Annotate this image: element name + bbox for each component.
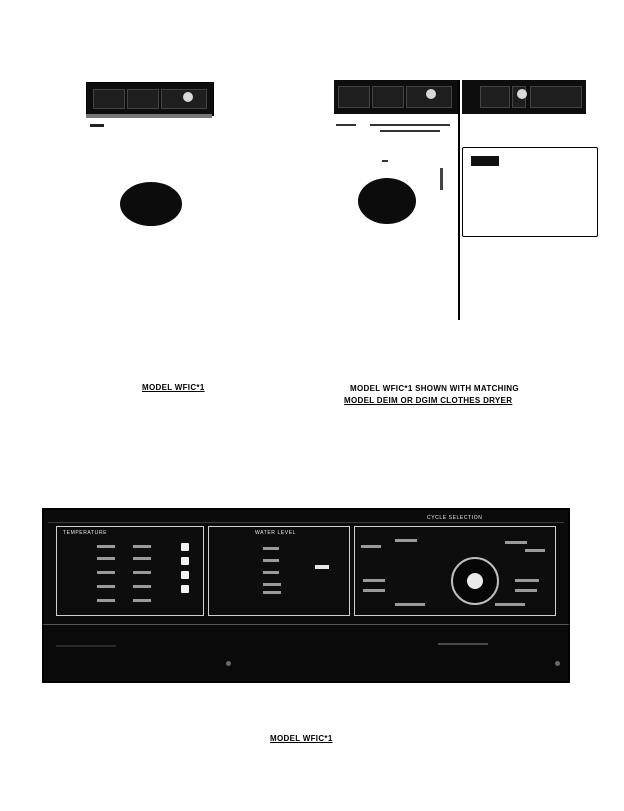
brand-logo bbox=[438, 643, 488, 645]
caption-right-line1: MODEL WFIC*1 SHOWN WITH MATCHING bbox=[350, 384, 519, 393]
panel-segment bbox=[338, 86, 370, 108]
temp-label bbox=[133, 571, 151, 574]
caption-right-line2: MODEL DEIM OR DGIM CLOTHES DRYER bbox=[344, 396, 513, 405]
screw-icon bbox=[226, 661, 231, 666]
temp-label bbox=[133, 545, 151, 548]
water-level-label bbox=[263, 547, 279, 550]
washer-dryer-divider bbox=[458, 80, 460, 320]
dial-knob-icon bbox=[517, 89, 527, 99]
temperature-section: TEMPERATURE bbox=[56, 526, 204, 616]
panel-edge-detail bbox=[370, 124, 450, 126]
water-level-section: WATER LEVEL bbox=[208, 526, 350, 616]
panel-segment bbox=[480, 86, 510, 108]
water-level-label bbox=[263, 571, 279, 574]
cycle-label bbox=[505, 541, 527, 544]
cycle-label bbox=[395, 539, 417, 542]
temp-label bbox=[97, 599, 115, 602]
panel-segment bbox=[127, 89, 159, 109]
cycle-selection-section: CYCLE SELECTION bbox=[354, 515, 556, 616]
screw-icon bbox=[555, 661, 560, 666]
dryer-door-illustration bbox=[462, 147, 598, 237]
temperature-button[interactable] bbox=[181, 557, 189, 565]
dial-knob-icon bbox=[183, 92, 193, 102]
cycle-selection-title: CYCLE SELECTION bbox=[427, 515, 483, 521]
washer-detail bbox=[382, 160, 388, 162]
panel-top-trim bbox=[48, 514, 564, 523]
brand-mark bbox=[90, 124, 104, 127]
washer-control-panel-small bbox=[86, 82, 214, 116]
cycle-label bbox=[515, 589, 537, 592]
base-detail bbox=[56, 645, 116, 647]
panel-segment bbox=[530, 86, 582, 108]
control-panel-large: TEMPERATURE WATER LEVEL CYCLE SELECTION bbox=[42, 508, 570, 628]
temperature-button[interactable] bbox=[181, 543, 189, 551]
cabinet-front-base bbox=[42, 624, 570, 683]
cycle-label bbox=[495, 603, 525, 606]
temperature-button[interactable] bbox=[181, 585, 189, 593]
panel-edge-detail bbox=[380, 130, 440, 132]
cycle-label bbox=[363, 579, 385, 582]
cycle-label bbox=[395, 603, 425, 606]
cycle-selector-dial[interactable] bbox=[451, 557, 499, 605]
dial-knob-icon bbox=[426, 89, 436, 99]
dryer-label-plate bbox=[471, 156, 499, 166]
washer-control-panel-pair bbox=[334, 80, 458, 114]
temp-label bbox=[97, 571, 115, 574]
cycle-label bbox=[515, 579, 539, 582]
washer-side-detail bbox=[440, 168, 443, 190]
temp-label bbox=[97, 545, 115, 548]
temperature-title: TEMPERATURE bbox=[63, 530, 108, 536]
washer-tub-illustration bbox=[120, 182, 182, 226]
temp-label bbox=[97, 557, 115, 560]
brand-mark bbox=[336, 124, 356, 126]
temp-label bbox=[133, 557, 151, 560]
caption-bottom-model: MODEL WFIC*1 bbox=[270, 734, 333, 743]
temp-label bbox=[97, 585, 115, 588]
washer-lid-edge bbox=[86, 114, 212, 118]
panel-segment bbox=[93, 89, 125, 109]
water-level-label bbox=[263, 559, 279, 562]
cycle-label bbox=[363, 589, 385, 592]
temp-label bbox=[133, 585, 151, 588]
dial-knob-icon bbox=[467, 573, 483, 589]
water-level-label bbox=[263, 583, 281, 586]
caption-left-model: MODEL WFIC*1 bbox=[142, 383, 205, 392]
temperature-button[interactable] bbox=[181, 571, 189, 579]
cycle-label bbox=[525, 549, 545, 552]
water-level-label bbox=[263, 591, 281, 594]
water-level-title: WATER LEVEL bbox=[255, 530, 297, 536]
cycle-label bbox=[361, 545, 381, 548]
panel-segment bbox=[372, 86, 404, 108]
dryer-control-panel bbox=[462, 80, 586, 114]
water-level-indicator[interactable] bbox=[315, 565, 329, 569]
washer-tub-illustration bbox=[358, 178, 416, 224]
temp-label bbox=[133, 599, 151, 602]
